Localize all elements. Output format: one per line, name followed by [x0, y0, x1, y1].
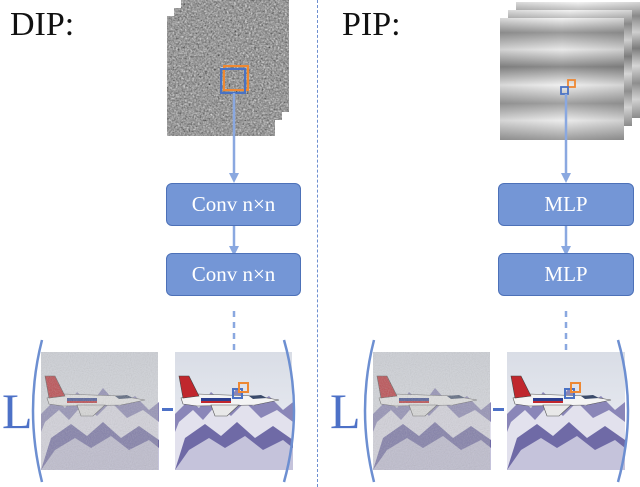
- minus-sign-left: [162, 408, 173, 411]
- minus-sign-right: [493, 408, 504, 411]
- noisy-jet-image: [41, 352, 159, 470]
- right-paren-open: [365, 340, 374, 482]
- clean-jet-image: [175, 352, 293, 470]
- loss-symbol-left: L: [2, 386, 33, 436]
- noisy-jet-image-right: [373, 352, 491, 470]
- loss-symbol-right: L: [330, 386, 361, 436]
- clean-jet-image-right: [507, 352, 625, 470]
- mlp-block-2: MLP: [498, 253, 634, 296]
- sinusoid-volume-icon: [500, 2, 640, 140]
- conv-block-2: Conv n×n: [166, 253, 301, 296]
- noise-volume-icon: [167, 0, 289, 136]
- mlp-block-1: MLP: [498, 183, 634, 226]
- conv-block-1: Conv n×n: [166, 183, 301, 226]
- left-paren-open: [33, 340, 42, 482]
